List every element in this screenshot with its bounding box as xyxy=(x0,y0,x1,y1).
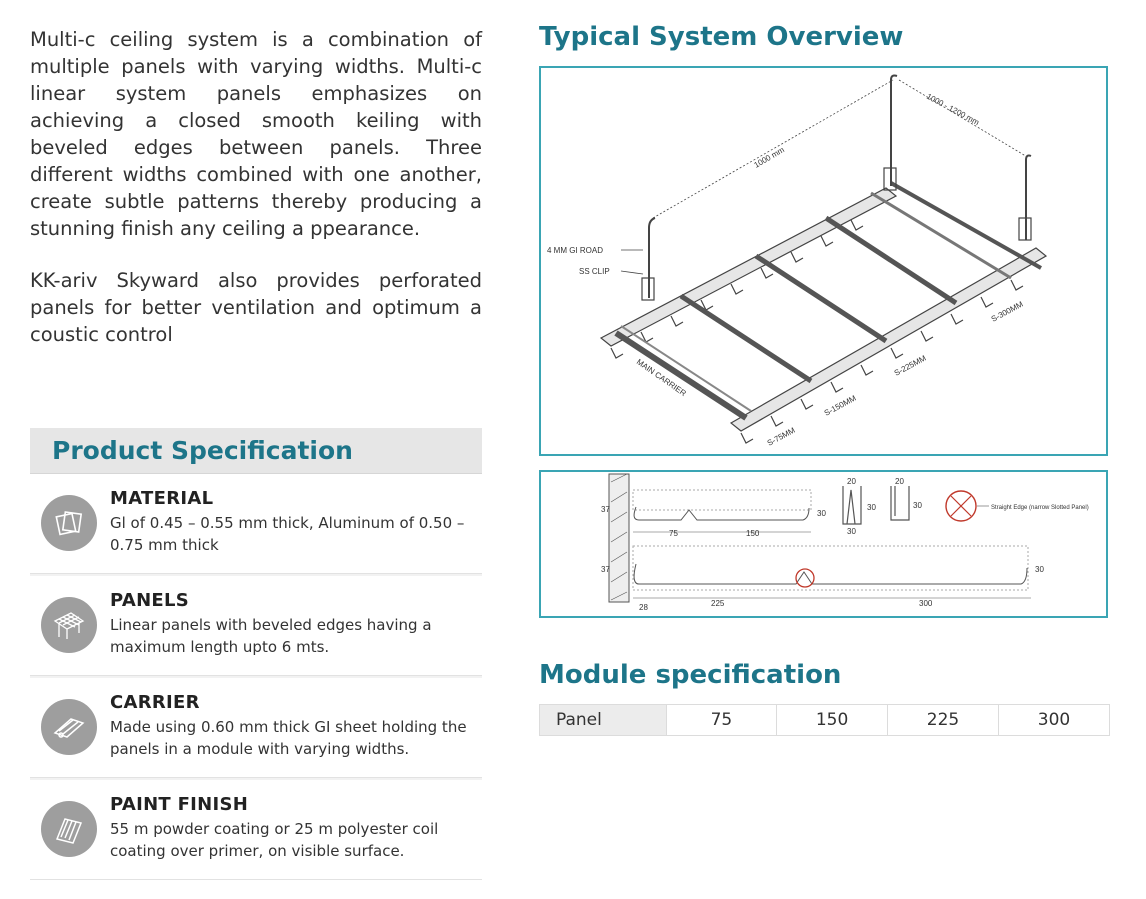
material-sheets-icon xyxy=(41,495,97,551)
spec-item-paint-finish: PAINT FINISH 55 m powder coating or 25 m… xyxy=(30,780,482,880)
spec-item-panels: PANELS Linear panels with beveled edges … xyxy=(30,576,482,676)
section-drawing: 37 75 150 30 20 20 30 30 30 Straight Edg… xyxy=(539,470,1108,618)
table-row: Panel 75 150 225 300 xyxy=(539,704,1111,736)
spec-item-material: MATERIAL Gl of 0.45 – 0.55 mm thick, Alu… xyxy=(30,474,482,574)
label-span-2: 1000 mm xyxy=(753,145,787,170)
module-value-300: 300 xyxy=(997,704,1111,736)
module-spec-title: Module specification xyxy=(539,660,842,690)
panels-grid-icon xyxy=(41,597,97,653)
dim-bottom-28: 28 xyxy=(639,603,648,612)
intro-paragraph-2: KK-ariv Skyward also provides perforated… xyxy=(30,269,482,346)
dim-top-20a: 20 xyxy=(847,477,856,486)
intro-text: Multi-c ceiling system is a combination … xyxy=(30,26,482,373)
spec-title-material: MATERIAL xyxy=(110,488,214,509)
label-clip: SS CLIP xyxy=(579,267,610,276)
spec-desc-material: Gl of 0.45 – 0.55 mm thick, Aluminum of … xyxy=(110,514,465,554)
paint-roof-icon xyxy=(41,801,97,857)
label-s300: S-300MM xyxy=(990,299,1025,323)
dim-top-30b: 30 xyxy=(913,501,922,510)
system-overview-diagram: 1000 - 1200 mm 1000 mm 4 MM GI ROAD SS C… xyxy=(539,66,1108,456)
label-s75: S-75MM xyxy=(766,425,797,447)
system-overview-title: Typical System Overview xyxy=(539,22,904,52)
dim-top-30: 30 xyxy=(817,509,826,518)
carrier-rail-icon xyxy=(41,699,97,755)
label-span-1: 1000 - 1200 mm xyxy=(925,92,981,127)
spec-title-carrier: CARRIER xyxy=(110,692,200,713)
label-rod: 4 MM GI ROAD xyxy=(547,246,603,255)
spec-title-paint-finish: PAINT FINISH xyxy=(110,794,249,815)
module-spec-table: Panel 75 150 225 300 xyxy=(539,704,1111,736)
dim-bottom-225: 225 xyxy=(711,599,725,608)
dim-top-75: 75 xyxy=(669,529,678,538)
product-specification-title: Product Specification xyxy=(52,436,353,465)
dim-top-37: 37 xyxy=(601,505,610,514)
spec-desc-panels: Linear panels with beveled edges having … xyxy=(110,616,432,656)
spec-desc-paint-finish: 55 m powder coating or 25 m polyester co… xyxy=(110,820,439,860)
dim-top-30a: 30 xyxy=(867,503,876,512)
spec-item-carrier: CARRIER Made using 0.60 mm thick GI shee… xyxy=(30,678,482,778)
product-specification-header: Product Specification xyxy=(30,428,482,474)
dim-bottom-300: 300 xyxy=(919,599,933,608)
dim-top-20b: 20 xyxy=(895,477,904,486)
dim-bottom-30: 30 xyxy=(1035,565,1044,574)
dim-top-30c: 30 xyxy=(847,527,856,536)
label-s150: S-150MM xyxy=(823,393,858,417)
module-value-225: 225 xyxy=(887,704,999,736)
spec-desc-carrier: Made using 0.60 mm thick GI sheet holdin… xyxy=(110,718,467,758)
dim-bottom-37: 37 xyxy=(601,565,610,574)
section-note: Straight Edge (narrow Slotted Panel) xyxy=(991,505,1089,511)
module-value-75: 75 xyxy=(665,704,778,736)
intro-paragraph-1: Multi-c ceiling system is a combination … xyxy=(30,28,482,240)
module-value-150: 150 xyxy=(776,704,889,736)
dim-top-150: 150 xyxy=(746,529,760,538)
module-spec-label: Panel xyxy=(539,704,667,736)
product-specification-panel: Product Specification MATERIAL Gl of 0.4… xyxy=(30,428,482,880)
spec-title-panels: PANELS xyxy=(110,590,190,611)
